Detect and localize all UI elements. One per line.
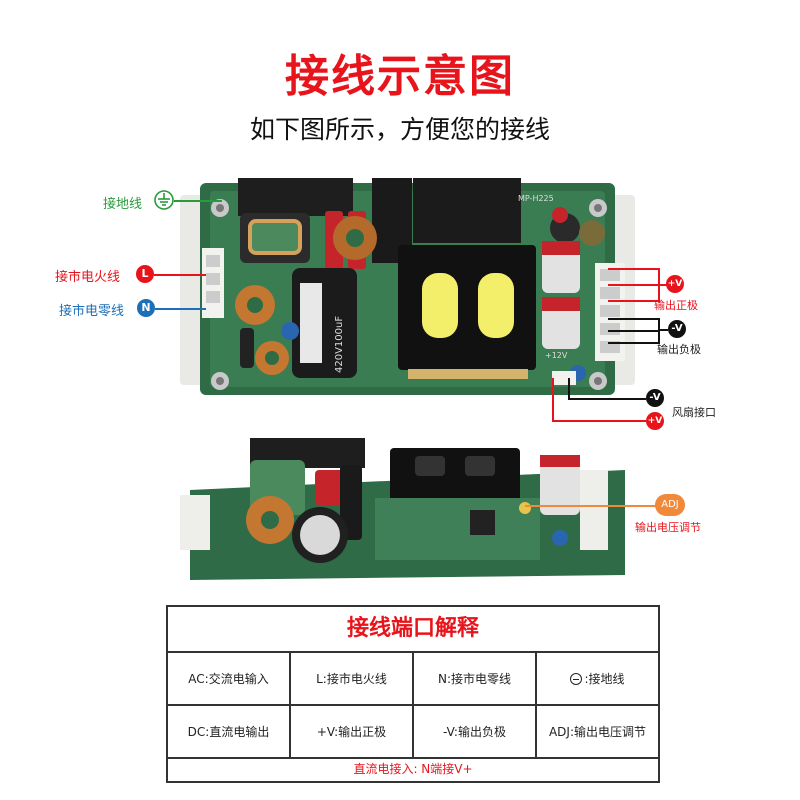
neutral-badge: N (137, 299, 155, 317)
table-title: 接线端口解释 (168, 607, 658, 653)
fan-minus-v-badge: -V (646, 389, 664, 407)
output-positive-label: 输出正极 (654, 299, 698, 312)
live-label: 接市电火线 (55, 270, 121, 285)
adj-badge: ADJ (655, 494, 685, 516)
table-row: AC:交流电输入 L:接市电火线 N:接市电零线 :接地线 (168, 653, 658, 706)
minus-v-badge: -V (668, 320, 686, 338)
power-board-top-photo: 420V100uF MP-H225 +12V (180, 178, 635, 395)
svg-text:+12V: +12V (545, 351, 568, 360)
plus-v-badge: +V (666, 275, 684, 293)
svg-text:MP-H225: MP-H225 (518, 194, 554, 203)
neutral-label: 接市电零线 (59, 304, 125, 319)
table-cell-minus-v: -V:输出负极 (414, 706, 537, 757)
port-explanation-table: 接线端口解释 AC:交流电输入 L:接市电火线 N:接市电零线 :接地线 DC:… (166, 605, 660, 783)
table-cell-ground-text: :接地线 (584, 672, 625, 686)
table-cell-live: L:接市电火线 (291, 653, 414, 704)
fan-port-label: 风扇接口 (672, 406, 716, 419)
table-row: DC:直流电输出 +V:输出正极 -V:输出负极 ADJ:输出电压调节 (168, 706, 658, 759)
ground-wire (174, 200, 222, 202)
adj-wire (525, 505, 657, 507)
ground-icon (154, 190, 174, 210)
ground-label: 接地线 (103, 197, 143, 212)
svg-text:420V100uF: 420V100uF (334, 316, 345, 373)
power-board-side-photo (180, 438, 625, 580)
live-wire (154, 274, 206, 276)
table-cell-dc: DC:直流电输出 (168, 706, 291, 757)
live-badge: L (136, 265, 154, 283)
page-subtitle: 如下图所示，方便您的接线 (249, 115, 550, 144)
table-footer-note: 直流电接入: N端接V+ (353, 762, 473, 776)
output-negative-label: 输出负极 (657, 343, 701, 356)
ground-icon (570, 672, 583, 685)
adj-label: 输出电压调节 (635, 521, 701, 534)
table-cell-ground: :接地线 (537, 653, 658, 704)
page-title: 接线示意图 (285, 51, 515, 102)
fan-plus-v-badge: +V (646, 412, 664, 430)
table-cell-plus-v: +V:输出正极 (291, 706, 414, 757)
table-cell-neutral: N:接市电零线 (414, 653, 537, 704)
table-cell-adj: ADJ:输出电压调节 (548, 725, 647, 739)
neutral-wire (155, 308, 206, 310)
table-cell-ac: AC:交流电输入 (168, 653, 291, 704)
